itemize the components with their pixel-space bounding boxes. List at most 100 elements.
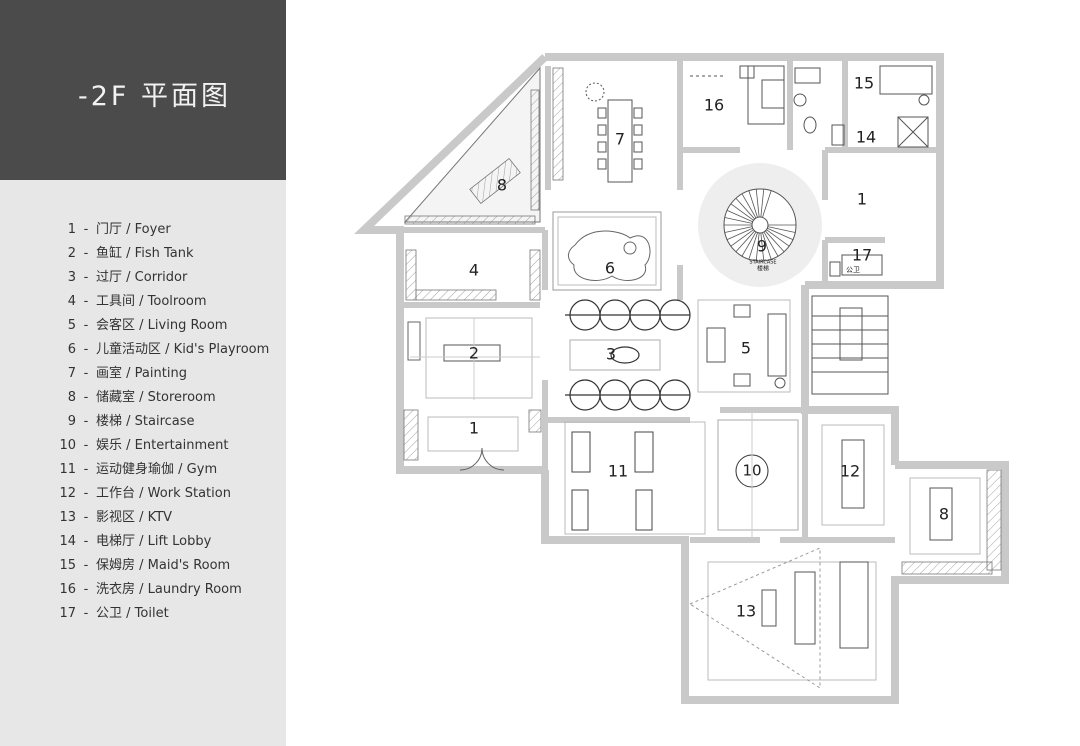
- label-foyer: 1: [469, 419, 479, 438]
- legend-item: 11-运动健身瑜伽 / Gym: [58, 462, 269, 486]
- legend-name-en: Entertainment: [134, 438, 229, 453]
- corridor-screens: [565, 299, 691, 411]
- legend-dash: -: [83, 582, 89, 597]
- label-staircase: 9: [757, 237, 767, 256]
- label-storeroom-east: 8: [939, 505, 949, 524]
- legend-item: 16-洗衣房 / Laundry Room: [58, 582, 269, 606]
- legend-number: 17: [59, 606, 76, 621]
- legend-item: 9-楼梯 / Staircase: [58, 414, 269, 438]
- legend-item: 13-影视区 / KTV: [58, 510, 269, 534]
- storeroom-east: [901, 469, 1002, 575]
- legend-name-en: Laundry Room: [147, 582, 242, 597]
- legend-name-en: Work Station: [147, 486, 231, 501]
- legend-dash: -: [83, 342, 89, 357]
- fish-tank-room: [407, 317, 540, 400]
- legend-item: 2-鱼缸 / Fish Tank: [58, 246, 269, 270]
- legend-name-zh: 电梯厅: [96, 534, 136, 549]
- legend-name-en: Kid's Playroom: [173, 342, 270, 357]
- legend-name-en: Fish Tank: [134, 246, 194, 261]
- label-room-1-east: 1: [857, 190, 867, 209]
- stair-tread: [735, 230, 755, 253]
- legend-name-en: Living Room: [147, 318, 228, 333]
- legend-dash: -: [83, 222, 89, 237]
- legend-name-zh: 画室: [96, 366, 123, 381]
- legend-number: 10: [59, 438, 76, 453]
- stair-tread: [762, 232, 772, 260]
- legend-name-zh: 储藏室: [96, 390, 136, 405]
- stair-tread: [767, 226, 796, 233]
- legend-dash: -: [83, 510, 89, 525]
- stair-tread: [741, 193, 757, 219]
- legend-number: 2: [67, 246, 76, 261]
- stair-tread: [748, 190, 758, 218]
- label-painting: 7: [615, 130, 625, 149]
- legend-separator: /: [161, 342, 174, 357]
- legend-name-zh: 运动健身瑜伽: [96, 462, 175, 477]
- interior-walls: [400, 60, 940, 543]
- room-labels: 1 2 3 4 5 6 7 8 8 9 10 11 12 13 14 15 16…: [469, 74, 949, 621]
- legend-separator: /: [122, 366, 135, 381]
- stair-tread: [724, 217, 753, 224]
- label-gym: 11: [608, 462, 628, 481]
- stair-tread: [730, 229, 754, 247]
- stair-tread: [755, 189, 760, 218]
- legend-number: 12: [59, 486, 76, 501]
- legend-number: 16: [59, 582, 76, 597]
- legend-dash: -: [83, 486, 89, 501]
- stair-tread: [760, 232, 765, 261]
- legend-number: 1: [67, 222, 76, 237]
- storeroom-west: [403, 66, 564, 225]
- stair-tread: [748, 232, 758, 260]
- legend-separator: /: [135, 318, 148, 333]
- legend-item: 12-工作台 / Work Station: [58, 486, 269, 510]
- label-kids-playroom: 6: [605, 259, 615, 278]
- legend-dash: -: [83, 438, 89, 453]
- legend-item: 3-过厅 / Corridor: [58, 270, 269, 294]
- legend-item: 1-门厅 / Foyer: [58, 222, 269, 246]
- legend-item: 8-储藏室 / Storeroom: [58, 390, 269, 414]
- legend-number: 4: [67, 294, 76, 309]
- legend-separator: /: [122, 438, 135, 453]
- legend-number: 15: [59, 558, 76, 573]
- legend-name-zh: 工具间: [96, 294, 136, 309]
- stair-tread: [735, 197, 755, 220]
- legend-number: 3: [67, 270, 76, 285]
- label-laundry-room: 16: [704, 96, 724, 115]
- legend-name-zh: 门厅: [96, 222, 123, 237]
- legend-number: 11: [59, 462, 76, 477]
- label-toolroom: 4: [469, 261, 479, 280]
- legend-item: 5-会客区 / Living Room: [58, 318, 269, 342]
- stair-tread: [726, 209, 753, 223]
- gym-equipment: [564, 421, 706, 535]
- page-title: -2F 平面图: [78, 81, 232, 112]
- service-stair: [811, 254, 889, 395]
- legend-dash: -: [83, 366, 89, 381]
- toolroom-shelves: [405, 249, 541, 301]
- legend-separator: /: [135, 510, 148, 525]
- legend-item: 17-公卫 / Toilet: [58, 606, 269, 630]
- legend-separator: /: [122, 246, 135, 261]
- legend-separator: /: [135, 390, 148, 405]
- stair-tread: [762, 190, 772, 218]
- label-work-station: 12: [840, 462, 860, 481]
- legend-name-en: Gym: [186, 462, 218, 477]
- wc-text: 公卫: [846, 266, 860, 274]
- legend-separator: /: [122, 222, 135, 237]
- legend-name-zh: 儿童活动区: [96, 342, 162, 357]
- legend-name-zh: 会客区: [96, 318, 136, 333]
- legend-name-zh: 娱乐: [96, 438, 123, 453]
- stair-tread: [755, 232, 760, 261]
- legend-name-en: Toolroom: [147, 294, 207, 309]
- legend-separator: /: [135, 534, 148, 549]
- service-rooms: [690, 65, 933, 148]
- legend-name-zh: 鱼缸: [96, 246, 123, 261]
- legend-dash: -: [83, 558, 89, 573]
- label-toilet: 17: [852, 246, 872, 265]
- legend-number: 13: [59, 510, 76, 525]
- legend-dash: -: [83, 462, 89, 477]
- stair-tread: [763, 231, 779, 257]
- stair-text-zh: 楼梯: [757, 265, 769, 273]
- legend-item: 15-保姆房 / Maid's Room: [58, 558, 269, 582]
- painting-table: [585, 82, 643, 183]
